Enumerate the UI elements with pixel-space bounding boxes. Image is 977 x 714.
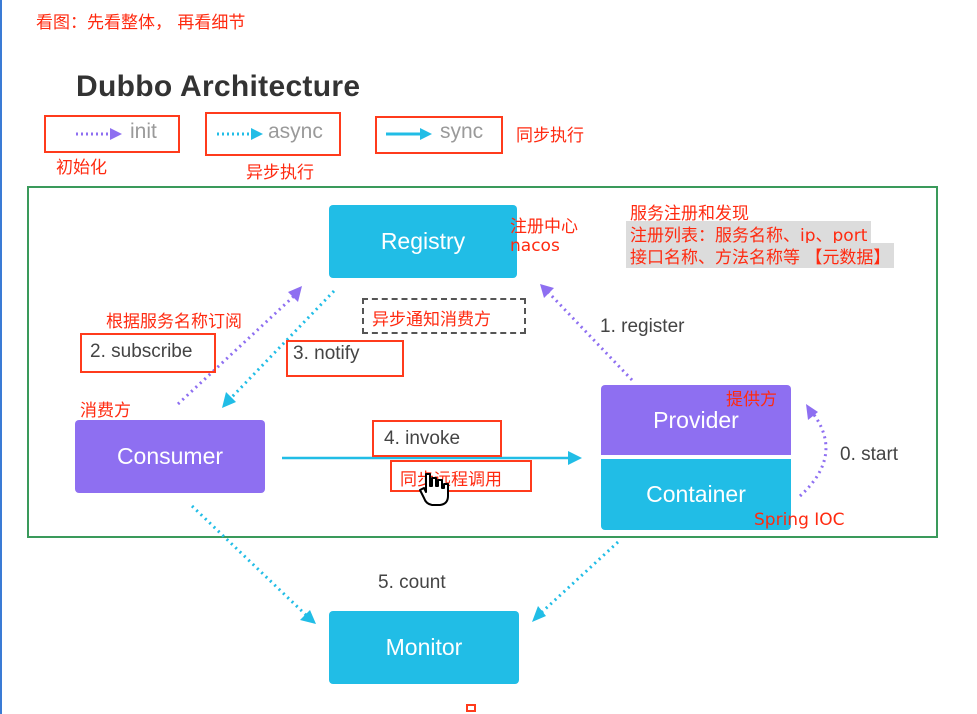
subscribe-label-box — [80, 333, 216, 373]
start-arrow — [798, 411, 828, 498]
invoke-label: 4. invoke — [384, 428, 461, 449]
legend-async — [205, 112, 341, 156]
monitor-node: Monitor — [329, 611, 519, 684]
legend-init-note: 初始化 — [56, 158, 107, 178]
discovery-note-line1: 服务注册和发现 — [630, 204, 749, 224]
count-arrow-container — [540, 540, 620, 614]
start-label: 0. start — [840, 444, 899, 465]
legend-sync-label: sync — [440, 120, 484, 143]
subscribe-label: 2. subscribe — [90, 341, 193, 362]
subscribe-arrow — [176, 294, 296, 406]
discovery-note-line3: 接口名称、方法名称等 【元数据】 — [626, 243, 895, 268]
invoke-label-box — [372, 420, 502, 457]
top-note: 看图：先看整体， 再看细节 — [36, 13, 246, 33]
notify-label-box — [286, 340, 404, 377]
count-label: 5. count — [378, 572, 446, 593]
subscribe-note: 根据服务名称订阅 — [106, 312, 242, 332]
service-frame — [27, 186, 938, 538]
register-label: 1. register — [600, 316, 685, 337]
registry-node: Registry — [329, 205, 517, 278]
register-arrow — [546, 290, 634, 382]
registry-note-line1: 注册中心 — [510, 217, 578, 237]
provider-note: 提供方 — [726, 390, 777, 410]
consumer-note: 消费方 — [80, 401, 131, 421]
legend-init — [44, 115, 180, 153]
legend-sync-note: 同步执行 — [516, 126, 584, 146]
ioc-note: Spring IOC — [754, 510, 845, 530]
legend-sync-arrow — [386, 128, 432, 140]
notify-arrow — [228, 289, 336, 401]
legend-async-note: 异步执行 — [246, 163, 314, 183]
provider-node: Provider — [601, 385, 791, 455]
consumer-node: Consumer — [75, 420, 265, 493]
legend-async-arrow — [217, 128, 263, 140]
legend-init-arrow — [76, 128, 122, 140]
hand-cursor-icon — [419, 473, 449, 506]
container-node: Container — [601, 459, 791, 530]
bottom-marker — [466, 704, 476, 712]
window-edge — [0, 0, 2, 714]
discovery-note-line2: 注册列表：服务名称、ip、port — [626, 221, 872, 246]
notify-note: 异步通知消费方 — [372, 310, 491, 330]
count-arrow-consumer — [190, 504, 308, 617]
legend-init-label: init — [130, 120, 157, 143]
notify-note-box — [362, 298, 526, 334]
registry-note-line2: nacos — [510, 236, 560, 256]
legend-async-label: async — [268, 120, 323, 143]
legend-sync — [375, 116, 503, 154]
diagram-title: Dubbo Architecture — [76, 70, 361, 103]
invoke-note-box — [390, 460, 532, 492]
notify-label: 3. notify — [293, 343, 360, 364]
